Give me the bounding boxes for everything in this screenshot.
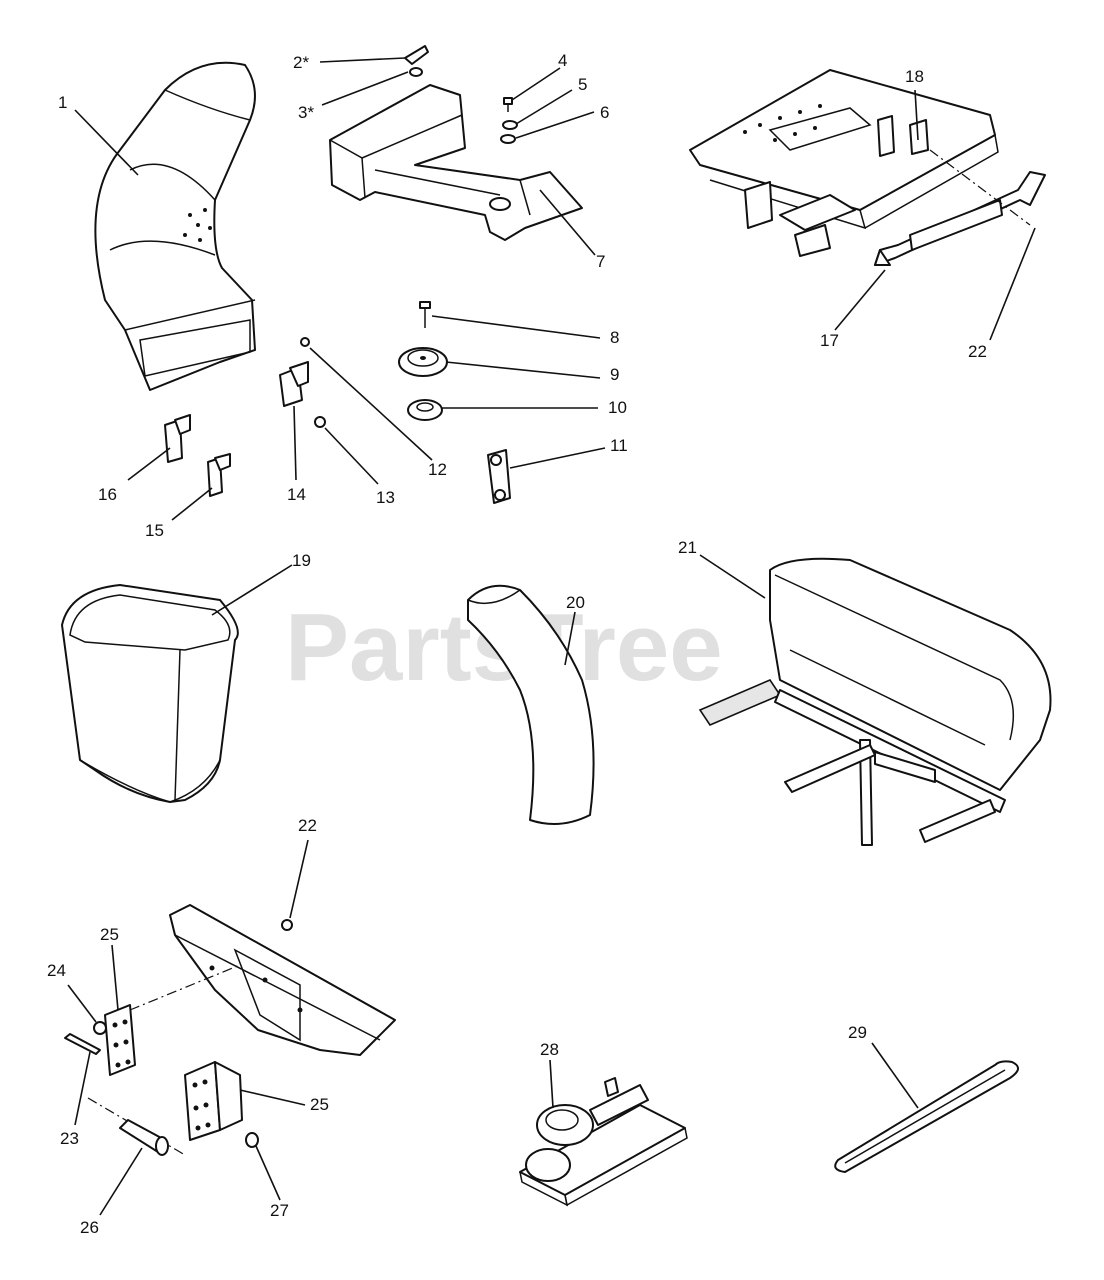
- callout-7: 7: [596, 252, 605, 271]
- callout-15: 15: [145, 521, 164, 540]
- part-24-bolt: [93, 1021, 107, 1035]
- callout-27: 27: [270, 1201, 289, 1220]
- callout-25-lower: 25: [310, 1095, 329, 1114]
- callout-22-top: 22: [968, 342, 987, 361]
- leader-27: [255, 1145, 281, 1201]
- mount-bracket-assembly: [169, 904, 396, 1056]
- part-27-nut: [245, 1132, 259, 1148]
- part-17-bumper: [874, 171, 1046, 266]
- leader-21: [699, 554, 766, 599]
- part-25-plate-lower: [184, 1061, 243, 1141]
- part-13-nut: [314, 416, 326, 428]
- leader-28: [549, 1059, 554, 1109]
- callout-10: 10: [608, 398, 627, 417]
- part-4-bolt: [503, 97, 513, 112]
- leader-25b: [239, 1089, 306, 1106]
- leader-25a: [111, 944, 119, 1011]
- leader-16: [127, 447, 171, 481]
- leader-9: [445, 361, 601, 379]
- leader-26: [99, 1147, 143, 1216]
- part-29-belt: [834, 1060, 1019, 1173]
- callout-20: 20: [566, 593, 585, 612]
- callout-25-upper: 25: [100, 925, 119, 944]
- part-11-bracket: [487, 449, 511, 504]
- callout-12: 12: [428, 460, 447, 479]
- callout-13: 13: [376, 488, 395, 507]
- assembly-path-18: [929, 149, 1031, 226]
- leader-6: [515, 111, 595, 139]
- leader-3: [321, 71, 409, 106]
- part-15-bracket: [207, 453, 231, 497]
- part-20-tube: [467, 584, 595, 825]
- leader-13: [324, 427, 379, 485]
- frame-assembly-top: [689, 69, 999, 257]
- callout-28: 28: [540, 1040, 559, 1059]
- leader-17: [834, 269, 886, 331]
- leader-24: [67, 984, 97, 1023]
- callout-8: 8: [610, 328, 619, 347]
- leader-5: [515, 89, 573, 125]
- part-16-bracket: [164, 414, 191, 463]
- part-12-screw: [300, 337, 310, 347]
- leader-29: [871, 1042, 919, 1109]
- callout-1: 1: [58, 93, 67, 112]
- leader-8: [431, 315, 601, 339]
- callout-24: 24: [47, 961, 66, 980]
- part-1-discharge-chute: [94, 61, 256, 391]
- callout-17: 17: [820, 331, 839, 350]
- leader-18: [914, 89, 919, 141]
- leader-19: [211, 564, 293, 616]
- part-26-spacer: [119, 1119, 169, 1156]
- callout-23: 23: [60, 1129, 79, 1148]
- callout-29: 29: [848, 1023, 867, 1042]
- callout-4: 4: [558, 51, 567, 70]
- leader-22a: [989, 227, 1036, 341]
- callout-5: 5: [578, 75, 587, 94]
- part-6-washer: [500, 134, 516, 144]
- part-10-pulley: [407, 399, 443, 421]
- leader-23: [74, 1051, 91, 1126]
- part-14-bracket: [279, 361, 309, 407]
- part-5-washer: [502, 120, 518, 130]
- leader-2: [319, 57, 406, 63]
- callout-19: 19: [292, 551, 311, 570]
- callout-11: 11: [610, 436, 628, 455]
- part-25-plate-upper: [104, 1004, 136, 1076]
- part-3-washer: [409, 67, 423, 77]
- callout-16: 16: [98, 485, 117, 504]
- callout-18: 18: [905, 67, 924, 86]
- callout-14: 14: [287, 485, 306, 504]
- callout-3: 3*: [298, 103, 314, 122]
- part-7-chute-adapter: [329, 84, 583, 241]
- callout-6: 6: [600, 103, 609, 122]
- callout-9: 9: [610, 365, 619, 384]
- part-19-collection-bin: [61, 584, 239, 803]
- part-28-idler-assembly: [519, 1077, 688, 1207]
- leader-14: [293, 405, 297, 481]
- leader-7: [539, 189, 596, 256]
- part-8-bolt: [419, 301, 431, 328]
- leader-20: [564, 611, 576, 666]
- leader-15: [171, 487, 213, 521]
- part-23-bolt: [64, 1033, 101, 1055]
- leader-22b: [289, 839, 309, 919]
- part-2-knob: [404, 45, 429, 65]
- part-22-nut: [281, 919, 293, 931]
- callout-2: 2*: [293, 53, 309, 72]
- callout-21: 21: [678, 538, 697, 557]
- leader-4: [511, 67, 561, 101]
- leader-12: [309, 347, 433, 461]
- callout-22-bottom: 22: [298, 816, 317, 835]
- part-9-pulley: [398, 347, 448, 377]
- leader-1: [74, 109, 139, 176]
- leader-11: [509, 447, 606, 469]
- callout-26: 26: [80, 1218, 99, 1237]
- part-21-hopper-frame: [698, 557, 1052, 846]
